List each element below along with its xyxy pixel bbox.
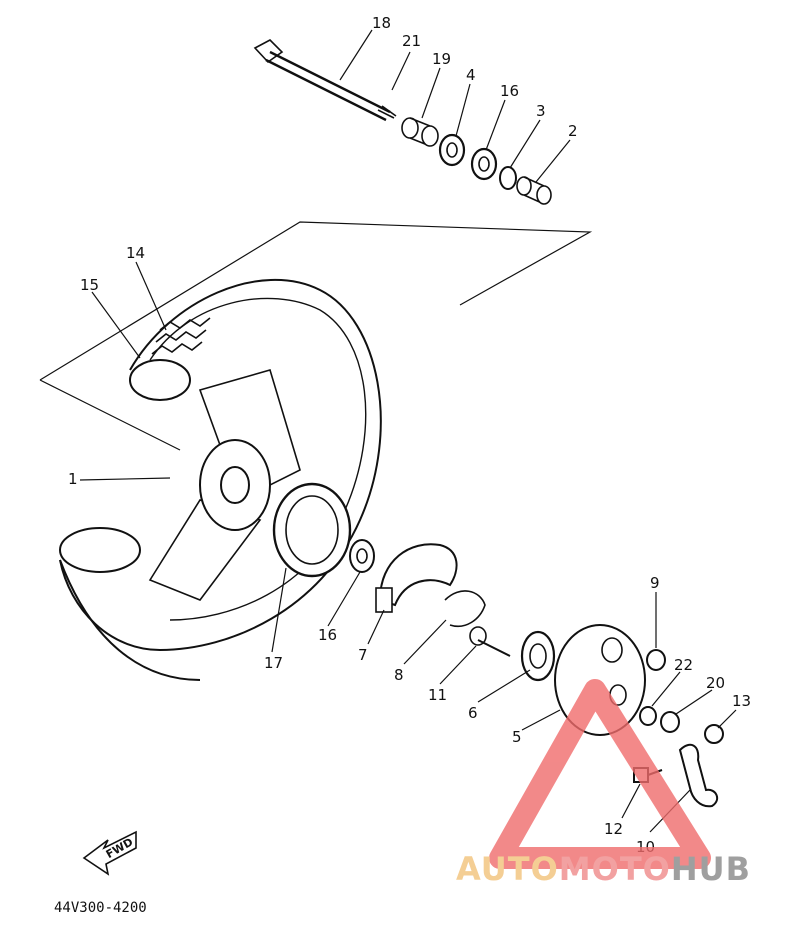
part-label: 20	[706, 674, 725, 692]
bearing-part-lower	[349, 539, 375, 573]
part-label: 4	[466, 66, 476, 84]
part-label: 21	[402, 32, 421, 50]
part-label: 13	[732, 692, 751, 710]
part-label: 22	[674, 656, 693, 674]
tire-and-wheel	[59, 279, 382, 681]
cam-shaft-part	[469, 626, 511, 657]
leader-lines	[79, 29, 737, 833]
part-label: 14	[126, 244, 145, 262]
drawing-code: 44V300-4200	[54, 900, 147, 916]
svg-text:AUTOMOTOHUB: AUTOMOTOHUB	[456, 850, 751, 888]
reference-plane-lower	[39, 379, 181, 451]
watermark-text-auto: AUTO	[456, 850, 559, 888]
part-label: 18	[372, 14, 391, 32]
part-label: 2	[568, 122, 578, 140]
nut-part-3	[704, 724, 724, 744]
cam-lever-part	[678, 743, 719, 808]
oil-seal-part	[499, 166, 517, 190]
nut-part	[646, 649, 666, 671]
part-label: 3	[536, 102, 546, 120]
washer-part	[639, 706, 657, 726]
fwd-arrow-icon	[82, 830, 137, 876]
nut-part-2	[660, 711, 680, 733]
part-label: 12	[604, 820, 623, 838]
spacer-part	[401, 117, 439, 147]
collar-part	[516, 176, 552, 205]
part-label: 16	[500, 82, 519, 100]
watermark-text-moto: MOTO	[559, 850, 671, 888]
part-number-labels: 1 2 3 4 5 6 7 8 9 10 11 12 13 14 15 16 1…	[68, 14, 751, 856]
watermark-text-hub: HUB	[671, 850, 751, 888]
part-label: 6	[468, 704, 478, 722]
part-label: 9	[650, 574, 660, 592]
part-label: 16	[318, 626, 337, 644]
part-label: 15	[80, 276, 99, 294]
oil-seal-part-lower	[520, 630, 556, 682]
bearing-part	[438, 133, 466, 167]
part-label: 17	[264, 654, 283, 672]
watermark-logo: AUTOMOTOHUB	[456, 679, 751, 888]
part-label: 5	[512, 728, 522, 746]
spring-part	[444, 590, 486, 627]
part-label: 8	[394, 666, 404, 684]
axle-part	[253, 39, 397, 122]
part-label: 1	[68, 470, 78, 488]
part-label: 19	[432, 50, 451, 68]
brake-shoe-part	[375, 543, 458, 613]
reference-plane	[39, 221, 593, 381]
part-label: 7	[358, 646, 368, 664]
bearing-part-2	[470, 147, 498, 181]
brake-drum-part	[272, 482, 352, 578]
part-label: 11	[428, 686, 447, 704]
